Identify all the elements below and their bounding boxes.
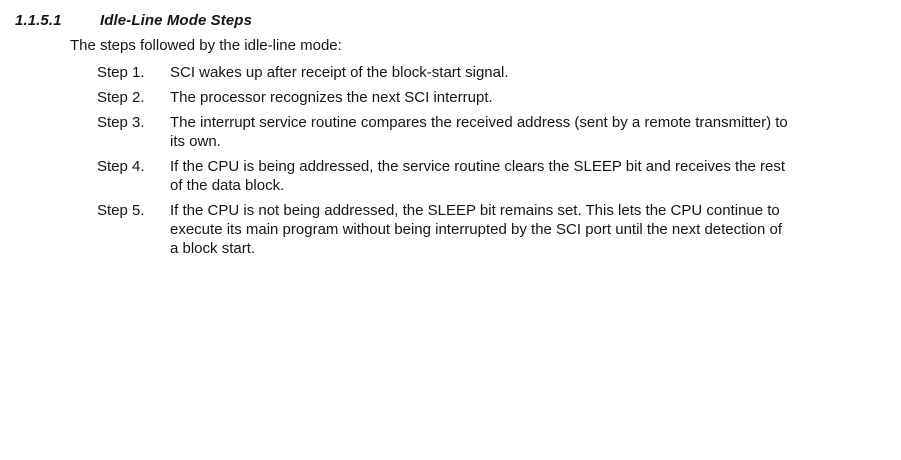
step-text: The interrupt service routine compares t…	[170, 114, 788, 150]
section-heading: 1.1.5.1 Idle-Line Mode Steps	[15, 11, 901, 30]
section-title: Idle-Line Mode Steps	[100, 12, 253, 29]
step-item: Step 2. The processor recognizes the nex…	[97, 88, 901, 107]
step-text: If the CPU is not being addressed, the S…	[170, 202, 783, 257]
step-text: The processor recognizes the next SCI in…	[170, 89, 493, 106]
step-item: Step 4. If the CPU is being addressed, t…	[97, 157, 901, 195]
step-label: Step 2.	[97, 89, 145, 106]
section-number: 1.1.5.1	[15, 12, 62, 29]
steps-list: Step 1. SCI wakes up after receipt of th…	[97, 63, 901, 258]
step-item: Step 5. If the CPU is not being addresse…	[97, 201, 901, 258]
step-text: SCI wakes up after receipt of the block-…	[170, 64, 509, 81]
step-item: Step 1. SCI wakes up after receipt of th…	[97, 63, 901, 82]
intro-paragraph: The steps followed by the idle-line mode…	[70, 37, 342, 54]
step-label: Step 4.	[97, 158, 145, 175]
step-label: Step 3.	[97, 114, 145, 131]
step-text: If the CPU is being addressed, the servi…	[170, 158, 786, 194]
step-label: Step 5.	[97, 202, 145, 219]
step-item: Step 3. The interrupt service routine co…	[97, 113, 901, 151]
step-label: Step 1.	[97, 64, 145, 81]
